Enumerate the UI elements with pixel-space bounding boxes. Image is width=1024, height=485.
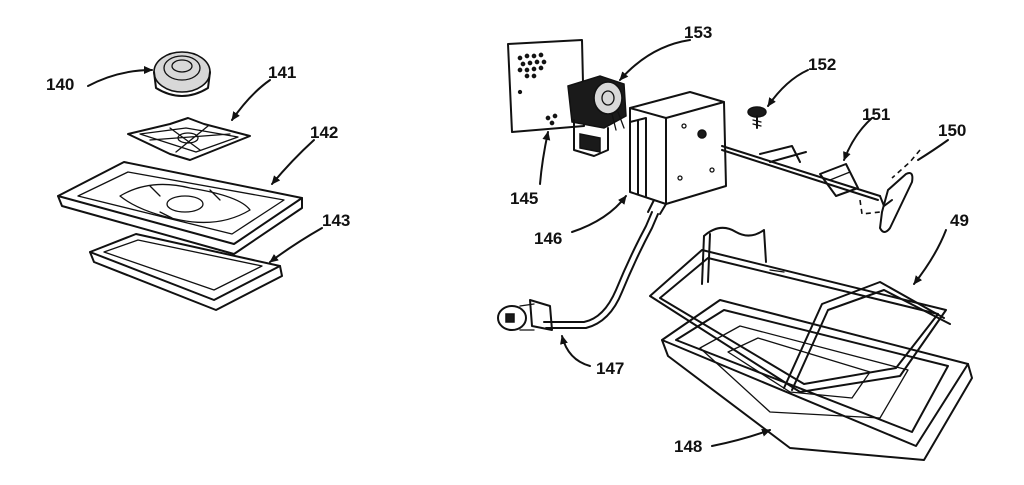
leader-147 — [560, 335, 591, 367]
label-142: 142 — [310, 123, 338, 142]
part-146-gear-box — [629, 91, 727, 205]
leader-149 — [913, 229, 947, 285]
part-143-drip-pan — [89, 233, 283, 311]
leader-140 — [87, 66, 153, 87]
label-147: 147 — [596, 359, 624, 378]
label-143: 143 — [322, 211, 350, 230]
leader-143 — [269, 227, 323, 263]
label-141: 141 — [268, 63, 296, 82]
part-142-tray — [57, 161, 303, 255]
label-151: 151 — [862, 105, 890, 124]
part-149-wire-rack — [649, 226, 951, 393]
leader-152 — [767, 69, 809, 107]
part-141-spider-rack — [127, 117, 251, 161]
part-150-handle — [859, 149, 921, 233]
part-140-knob — [153, 51, 211, 97]
part-152-screw — [747, 106, 767, 129]
part-151-spit-rod — [721, 145, 881, 201]
leader-151 — [843, 117, 873, 161]
label-150: 150 — [938, 121, 966, 140]
leader-146 — [571, 195, 627, 233]
part-148-basin — [661, 299, 973, 461]
part-145-mounting-plate — [507, 39, 585, 133]
label-145: 145 — [510, 189, 538, 208]
label-149: 49 — [950, 211, 969, 230]
leader-141 — [231, 79, 271, 121]
leader-148 — [711, 428, 771, 447]
leader-145 — [539, 131, 551, 185]
label-152: 152 — [808, 55, 836, 74]
label-146: 146 — [534, 229, 562, 248]
leader-150 — [917, 139, 949, 161]
leader-142 — [271, 139, 315, 185]
label-153: 153 — [684, 23, 712, 42]
part-153-motor — [567, 75, 627, 157]
leader-153 — [619, 39, 691, 81]
part-147-power-cord — [497, 199, 667, 331]
label-148: 148 — [674, 437, 702, 456]
label-140: 140 — [46, 75, 74, 94]
